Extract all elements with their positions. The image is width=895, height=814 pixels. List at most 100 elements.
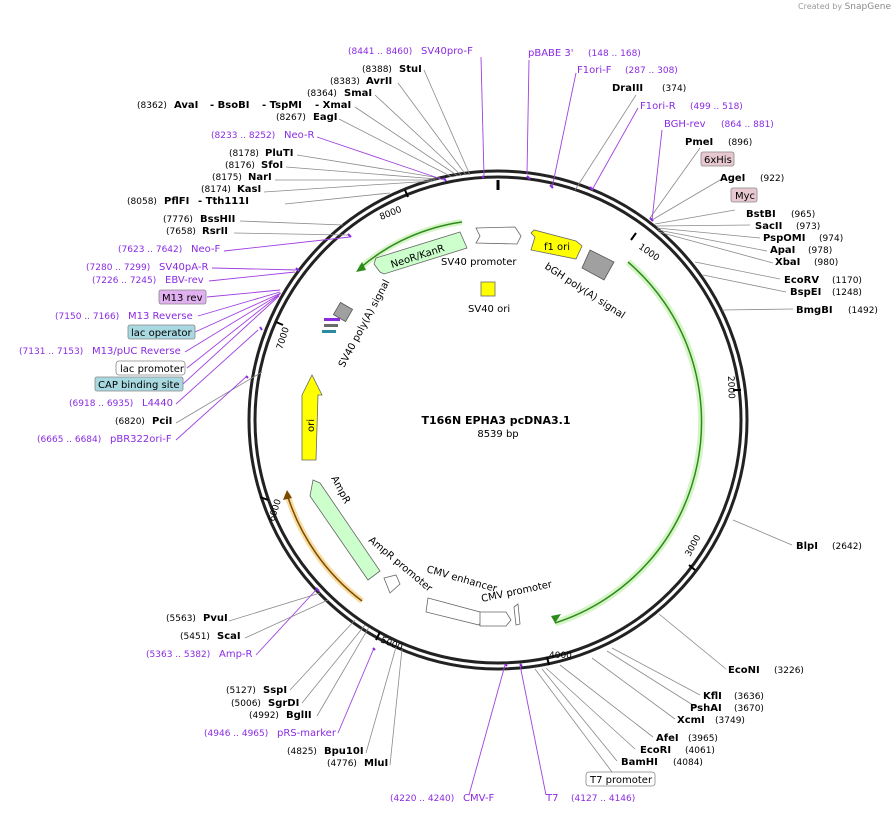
cut-bmgbi: BmgBI(1492) xyxy=(796,305,878,316)
cut-xcmi: XcmI(3749) xyxy=(677,715,745,726)
svg-text:KflI: KflI xyxy=(703,691,722,702)
svg-text:(4220 .. 4240): (4220 .. 4240) xyxy=(390,794,454,804)
primer-sv40pro-f: (8441 .. 8460)SV40pro-F xyxy=(348,46,473,57)
svg-text:SfoI: SfoI xyxy=(261,160,283,171)
svg-text:(3226): (3226) xyxy=(774,666,804,676)
svg-text:1000: 1000 xyxy=(636,242,661,263)
svg-text:(3636): (3636) xyxy=(734,692,764,702)
insert-arc-halo xyxy=(553,259,706,627)
cmv-promoter-feature xyxy=(479,611,512,627)
svg-text:(499 .. 518): (499 .. 518) xyxy=(690,102,743,112)
svg-text:6xHis: 6xHis xyxy=(704,155,732,166)
svg-text:XbaI: XbaI xyxy=(775,257,800,268)
svg-text:(1170): (1170) xyxy=(832,276,862,286)
plasmid-length: 8539 bp xyxy=(477,429,518,440)
backbone-inner xyxy=(253,175,743,665)
sv40-promoter-label: SV40 promoter xyxy=(441,257,517,268)
svg-text:(6820): (6820) xyxy=(115,417,145,427)
svg-text:- XmaI: - XmaI xyxy=(315,100,351,111)
svg-text:ApaI: ApaI xyxy=(770,245,795,256)
svg-text:pRS-marker: pRS-marker xyxy=(277,728,337,739)
bgh-label: bGH poly(A) signal xyxy=(542,261,626,321)
svg-text:EBV-rev: EBV-rev xyxy=(165,275,204,286)
cut-eagi: (8267)EagI xyxy=(276,112,337,123)
svg-text:(864 .. 881): (864 .. 881) xyxy=(721,120,774,130)
leaders-right xyxy=(534,94,794,773)
svg-text:(4776): (4776) xyxy=(327,759,357,769)
ampr-orange-arc xyxy=(286,493,363,602)
svg-text:BssHII: BssHII xyxy=(200,214,235,225)
svg-text:pBABE 3': pBABE 3' xyxy=(528,48,574,59)
cut-mlui: (4776) MluI xyxy=(327,758,388,769)
box-6xhis: 6xHis xyxy=(700,151,735,167)
svg-text:CMV-F: CMV-F xyxy=(463,793,494,804)
backbone-outer xyxy=(247,169,749,671)
svg-text:CAP binding site: CAP binding site xyxy=(98,380,180,391)
svg-text:(8176): (8176) xyxy=(225,161,255,171)
primer-marks-right xyxy=(481,175,654,222)
box-myc: Myc xyxy=(730,187,758,203)
svg-text:(7131 .. 7153): (7131 .. 7153) xyxy=(19,347,83,357)
svg-text:SV40pro-F: SV40pro-F xyxy=(421,46,473,57)
svg-text:SacII: SacII xyxy=(755,221,782,232)
svg-text:PvuI: PvuI xyxy=(203,613,228,624)
cut-avrii: (8383)AvrII xyxy=(330,76,392,87)
svg-text:7000: 7000 xyxy=(275,326,292,351)
cut-scai: (5451)ScaI xyxy=(180,631,241,642)
cut-agei: AgeI(922) xyxy=(720,173,784,184)
svg-text:(7150 .. 7166): (7150 .. 7166) xyxy=(55,312,119,322)
cmv-enhancer-feature xyxy=(425,597,484,626)
sv40-ori-feature xyxy=(480,281,496,297)
svg-text:Amp-R: Amp-R xyxy=(219,649,253,660)
cut-bspei: BspEI(1248) xyxy=(790,287,862,298)
svg-text:(7623 .. 7642): (7623 .. 7642) xyxy=(118,245,182,255)
ampr-promoter-label: AmpR promoter xyxy=(366,535,435,595)
svg-text:BlpI: BlpI xyxy=(796,541,818,552)
svg-text:(4061): (4061) xyxy=(685,746,715,756)
svg-text:AfeI: AfeI xyxy=(656,733,679,744)
cut-apai: ApaI(978) xyxy=(770,245,832,256)
cut-sfoi: (8176) SfoI xyxy=(225,160,283,171)
lac-small-1 xyxy=(324,318,340,321)
svg-text:(287 .. 308): (287 .. 308) xyxy=(625,66,678,76)
cmv-enhancer-label: CMV enhancer xyxy=(425,564,499,595)
cut-pluti: (8178)PluTI xyxy=(229,148,293,159)
svg-text:StuI: StuI xyxy=(399,64,422,75)
svg-text:T7 promoter: T7 promoter xyxy=(589,775,653,786)
svg-text:(5451): (5451) xyxy=(180,632,210,642)
svg-text:(4127 .. 4146): (4127 .. 4146) xyxy=(571,794,635,804)
primer-leaders-right xyxy=(526,59,663,221)
lac-small-2 xyxy=(324,324,338,327)
svg-text:(7280 .. 7299): (7280 .. 7299) xyxy=(86,263,150,273)
svg-text:(374): (374) xyxy=(662,84,686,94)
svg-text:MluI: MluI xyxy=(364,758,388,769)
svg-text:(7776): (7776) xyxy=(163,215,193,225)
svg-text:(980): (980) xyxy=(814,258,838,268)
svg-text:BamHI: BamHI xyxy=(621,757,658,768)
primer-m13-puc-reverse: (7131 .. 7153)M13/pUC Reverse xyxy=(19,346,181,357)
primer-l4440: (6918 .. 6935)L4440 xyxy=(69,398,173,409)
svg-text:(6665 .. 6684): (6665 .. 6684) xyxy=(37,435,101,445)
svg-text:M13 Reverse: M13 Reverse xyxy=(128,311,193,322)
cut-pmei: PmeI(896) xyxy=(685,137,752,148)
box-lac-promoter: lac promoter xyxy=(115,360,186,376)
svg-text:(8175): (8175) xyxy=(212,173,242,183)
svg-text:lac operator: lac operator xyxy=(131,328,192,339)
svg-text:(3965): (3965) xyxy=(688,734,718,744)
svg-text:XcmI: XcmI xyxy=(677,715,705,726)
svg-text:EcoRV: EcoRV xyxy=(784,275,819,286)
ampr-orange-head xyxy=(283,490,292,500)
credit-prefix: Created by xyxy=(798,2,843,11)
svg-text:BGH-rev: BGH-rev xyxy=(664,119,706,130)
cut-bsshii: (7776) BssHII xyxy=(163,214,235,225)
cut-nari: (8175)NarI xyxy=(212,172,272,183)
cut-blpi: BlpI(2642) xyxy=(796,541,862,552)
cut-kfli: KflI (3636) xyxy=(703,691,764,702)
primer-f1ori-r: F1ori-R(499 .. 518) xyxy=(640,101,743,112)
neo-arc-line xyxy=(359,221,463,269)
ori-feature xyxy=(301,374,323,461)
primer-amp-r: (5363 .. 5382)Amp-R xyxy=(146,649,253,660)
svg-text:(8388): (8388) xyxy=(362,65,392,75)
svg-text:(4992): (4992) xyxy=(249,711,279,721)
cut-bamhi: BamHI(4084) xyxy=(621,757,703,768)
